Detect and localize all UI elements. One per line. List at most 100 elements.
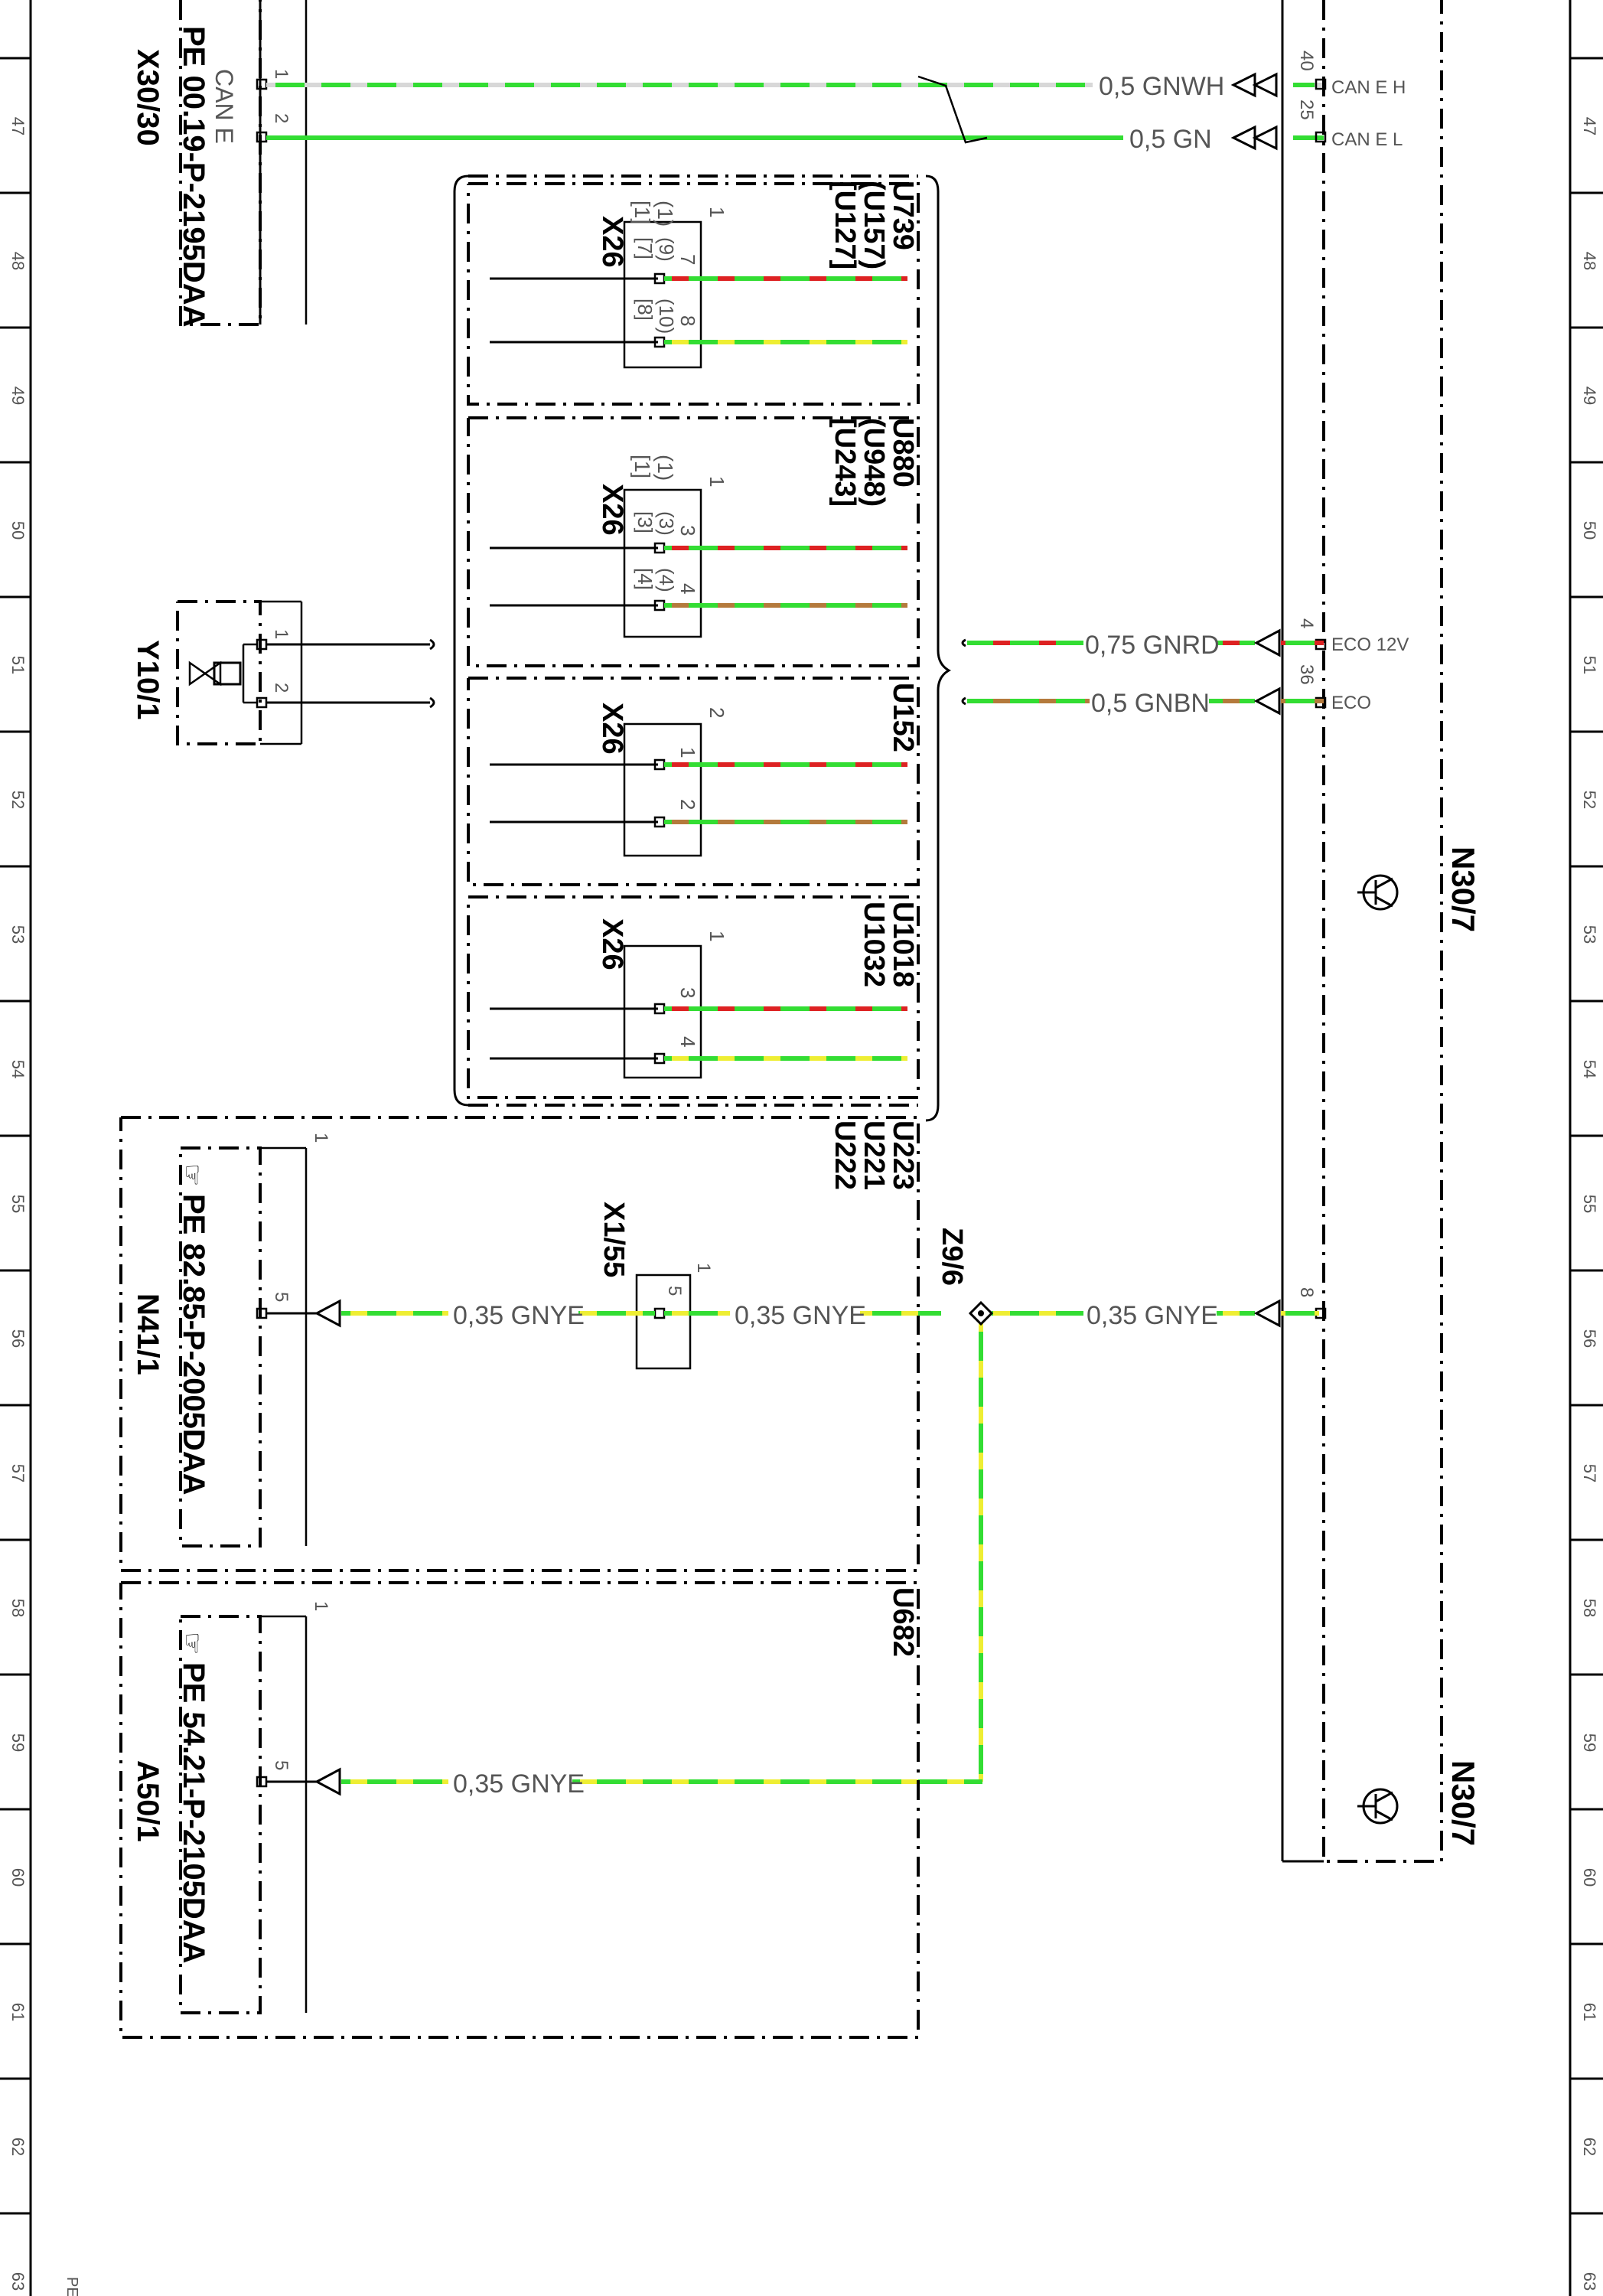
ruler-number: 60 (8, 1868, 28, 1887)
ruler-number: 59 (1580, 1733, 1599, 1752)
variant2-line2: (U948) (858, 418, 890, 507)
variant1-tag: 1 (705, 207, 728, 217)
variant2-line3: [U243] (829, 418, 861, 507)
variant3-line1: U152 (887, 683, 919, 752)
footer-ref: PE 42 (64, 2277, 80, 2296)
variant2-line1: U880 (887, 418, 919, 488)
variant2-altA: (3) (655, 511, 678, 536)
ruler-number: 51 (8, 656, 28, 674)
group5-line1: U223 (887, 1120, 919, 1190)
z9-splice: Z9/6 (936, 1228, 994, 1326)
x30-connector: X30/30 PE 00.19-P-2195DAA CAN E 1 2 (131, 0, 308, 328)
x30-bus: CAN E (210, 69, 238, 144)
ruler-number: 49 (1580, 386, 1599, 405)
a50-ref: PE 54.21-P-2105DAA (177, 1662, 210, 1964)
z9-name: Z9/6 (936, 1228, 968, 1286)
a50-tag: 1 (311, 1601, 331, 1611)
variant2-paren1: (1) (653, 455, 677, 481)
can-wires: 0,5 GNWH 0,5 GN (266, 72, 1324, 154)
variant1-line2: (U157) (858, 181, 890, 269)
ruler-number: 62 (1580, 2138, 1599, 2156)
eco-a-pin: 4 (1296, 618, 1317, 628)
hand-icon: ☞ (178, 1163, 207, 1186)
variant1-altA: (9) (655, 237, 678, 262)
ruler-number: 60 (1580, 1868, 1599, 1887)
gnye-wire-3: 0,35 GNYE (1087, 1301, 1218, 1330)
ruler-number: 53 (1580, 925, 1599, 944)
variant1-bracketA: [7] (634, 237, 657, 259)
ruler-number: 58 (1580, 1599, 1599, 1617)
ruler-number: 63 (1580, 2272, 1599, 2291)
can-h-pin: 40 (1296, 51, 1317, 71)
gnye-wire-1: 0,35 GNYE (453, 1301, 585, 1330)
n41-tag: 1 (311, 1133, 331, 1143)
ruler-number: 57 (1580, 1464, 1599, 1482)
variant2-bracket1: [1] (630, 455, 654, 478)
solenoid-icon (213, 661, 242, 686)
x1-pin: 5 (664, 1286, 685, 1296)
ruler-number: 57 (8, 1464, 28, 1482)
ruler-number: 55 (1580, 1195, 1599, 1213)
variant3-pinB: 2 (676, 799, 699, 810)
variant4-pinA: 3 (676, 987, 699, 998)
can-l-signal: CAN E L (1331, 129, 1403, 150)
ruler-number: 52 (1580, 791, 1599, 809)
ruler-number: 54 (8, 1060, 28, 1078)
ruler-number: 54 (1580, 1060, 1599, 1078)
gnye-wire-2: 0,35 GNYE (735, 1301, 866, 1330)
ruler-number: 63 (8, 2272, 28, 2291)
ruler-number: 61 (8, 2003, 28, 2021)
transistor-icon (1357, 874, 1399, 911)
variant3-pinA: 1 (676, 747, 699, 758)
n30-unit: 40 25 CAN E H CAN E L 4 36 ECO 12V ECO 8… (1281, 0, 1481, 1863)
ruler-number: 47 (1580, 117, 1599, 135)
variant3-tag: 2 (705, 707, 728, 718)
ruler-number: 55 (8, 1195, 28, 1213)
ruler-number: 52 (8, 791, 28, 809)
ruler-number: 49 (8, 386, 28, 405)
a50-unit: A50/1 PE 54.21-P-2105DAA ☞ 5 1 (131, 1601, 341, 2014)
variant1-paren1: (1) (653, 201, 677, 227)
ruler-number: 47 (8, 117, 28, 135)
a50-name: A50/1 (131, 1760, 165, 1842)
eco-a-signal: ECO 12V (1331, 634, 1409, 655)
variant1-pinA: 7 (676, 254, 699, 265)
x1-tag: 1 (693, 1263, 714, 1273)
variant4-pinB: 4 (676, 1036, 699, 1047)
variant1-line1: U739 (887, 181, 919, 250)
x30-pin2: 2 (271, 113, 292, 123)
hand-icon: ☞ (178, 1632, 207, 1655)
eco-b-pin: 36 (1296, 664, 1317, 685)
y10-pin2: 2 (271, 683, 292, 693)
variant4-line2: U1032 (858, 902, 890, 987)
variant1-bracket1: [1] (630, 201, 654, 224)
y10-valve: Y10/1 1 2 (131, 600, 435, 745)
n30-name-1: N30/7 (1445, 846, 1481, 932)
valve-icon (188, 660, 222, 687)
variant1-bracketB: [8] (634, 298, 657, 321)
ruler-number: 50 (1580, 521, 1599, 540)
variant-4: U1018 U1032 X26 1 3 4 (467, 895, 920, 1099)
variant2-altB: (4) (655, 568, 678, 592)
variant2-pinB: 4 (676, 583, 699, 594)
ruler-number: 50 (8, 521, 28, 540)
variant1-altB: (10) (655, 298, 678, 334)
ruler-number: 56 (1580, 1329, 1599, 1348)
variant-1: U739 (U157) [U127] X26 1 (1) [1] 7 8 (9)… (467, 181, 920, 406)
variant2-bracketA: [3] (634, 511, 657, 533)
eco-b-signal: ECO (1331, 693, 1371, 713)
y10-pin1: 1 (271, 629, 292, 639)
can-h-signal: CAN E H (1331, 77, 1406, 98)
gnye-wires: 0,35 GNYE 0,35 GNYE 0,35 GNYE 0,35 GNYE (341, 1299, 1319, 1799)
group-u223: U223 U221 U222 (119, 1116, 920, 1572)
n30-pin8: 8 (1296, 1287, 1317, 1297)
eco-b-wire: 0,5 GNBN (1091, 689, 1210, 718)
eco-wires: 0,75 GNRD 0,5 GNBN (961, 628, 1324, 718)
group6-line1: U682 (887, 1587, 919, 1657)
n41-unit: N41/1 PE 82.85-P-2005DAA ☞ 5 1 (131, 1133, 341, 1548)
variant-2: U880 (U948) [U243] X26 1 (1) [1] 3 4 (3)… (467, 416, 920, 667)
x30-name: X30/30 (131, 49, 165, 146)
